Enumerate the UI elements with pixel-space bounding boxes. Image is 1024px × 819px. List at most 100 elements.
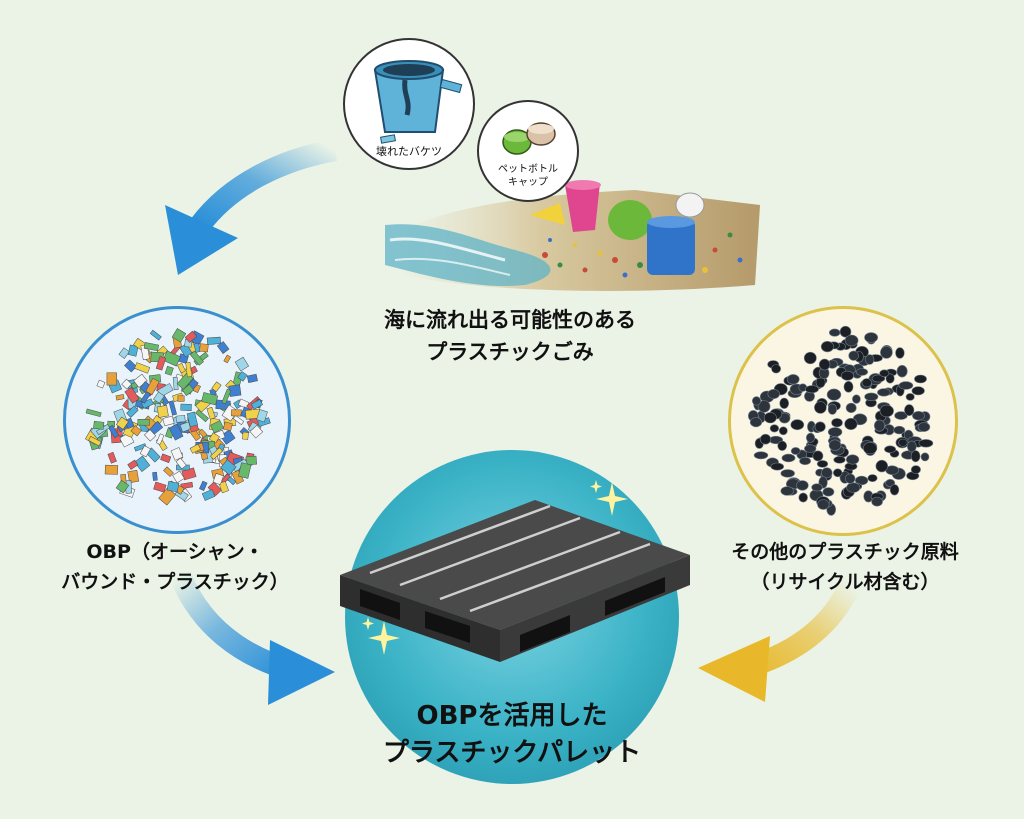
plastic-flake (170, 447, 184, 461)
plastic-flake (96, 379, 106, 389)
black-pellet (799, 457, 811, 466)
plastic-flake (162, 350, 181, 367)
black-pellet (914, 374, 927, 384)
black-pellet (840, 370, 854, 381)
black-pellet (821, 467, 833, 479)
plastic-flake (198, 428, 208, 438)
plastic-flake (107, 451, 117, 464)
bucket-icon (373, 60, 463, 144)
plastic-flake (168, 400, 177, 416)
plastic-flake (168, 423, 184, 441)
black-pellet (905, 393, 915, 401)
black-pellet (871, 496, 883, 507)
plastic-flake (186, 411, 198, 428)
black-pellet (812, 450, 824, 462)
black-pellet (910, 465, 921, 474)
plastic-flake (134, 362, 151, 374)
plastic-flake (237, 371, 248, 382)
plastic-flake (115, 479, 130, 494)
black-pellet (803, 351, 817, 365)
other-materials-circle (728, 306, 958, 536)
plastic-flake (88, 436, 102, 447)
plastic-flake (152, 471, 158, 481)
plastic-flake (238, 462, 252, 479)
black-pellet (811, 483, 823, 492)
black-pellet (856, 368, 869, 376)
black-pellet (805, 385, 819, 394)
black-pellet (918, 439, 934, 448)
black-pellet (848, 350, 859, 361)
sparkle-icon (590, 480, 628, 516)
black-pellet (917, 422, 931, 432)
black-pellet (910, 450, 921, 463)
plastic-flake (149, 329, 162, 341)
plastic-flake (177, 362, 186, 374)
plastic-flake (201, 392, 219, 406)
black-pellet (828, 328, 841, 337)
black-pellet (814, 401, 827, 414)
black-pellet (863, 442, 878, 455)
plastic-flake (143, 342, 160, 352)
black-pellet (796, 480, 809, 491)
black-pellet (895, 347, 905, 359)
plastic-flake (232, 415, 245, 425)
plastic-flake (177, 395, 185, 402)
other-materials-caption-line1: その他のプラスチック原料 (731, 541, 959, 563)
black-pellet (817, 499, 830, 510)
plastic-flake (210, 420, 225, 434)
black-pellet (781, 453, 796, 463)
black-pellet (778, 426, 788, 436)
plastic-flake (250, 399, 264, 410)
plastic-flake (201, 489, 216, 501)
black-pellet (898, 438, 908, 447)
black-pellet (889, 484, 900, 496)
black-pellet (871, 374, 886, 383)
obp-caption-line2: バウンド・プラスチック） (61, 571, 289, 593)
plastic-flake (85, 408, 102, 418)
black-pellet (852, 394, 861, 404)
black-pellet (753, 451, 769, 460)
black-pellet (806, 432, 816, 443)
plastic-flake (158, 487, 177, 506)
plastic-flake (211, 381, 222, 393)
black-pellet (831, 418, 843, 428)
marine-waste-caption-line1: 海に流れ出る可能性のある (384, 308, 636, 332)
obp-caption-line1: OBP（オーシャン・ (86, 541, 264, 563)
black-pellet (845, 402, 857, 413)
arrow-top-to-left (191, 139, 338, 232)
plastic-flake (212, 473, 224, 485)
plastic-flake (115, 416, 129, 430)
plastic-flake (127, 459, 139, 470)
plastic-flake (256, 409, 268, 423)
plastic-flake (93, 420, 105, 430)
plastic-flake (218, 481, 229, 494)
black-pellet (879, 404, 894, 418)
plastic-flake (220, 429, 236, 445)
plastic-flake (223, 354, 232, 364)
black-pellet (877, 388, 891, 397)
plastic-flake (130, 425, 142, 437)
bottle-caps-icon (502, 122, 556, 155)
plastic-flake (210, 447, 223, 460)
black-pellet (814, 421, 826, 433)
black-pellet (911, 386, 925, 396)
black-pellet (770, 462, 784, 471)
plastic-flake (195, 409, 209, 423)
plastic-flake (175, 457, 187, 470)
marine-waste-caption-line2: プラスチックごみ (426, 340, 594, 364)
plastic-flake (234, 356, 250, 372)
black-pellet (864, 332, 878, 343)
black-pellet (920, 452, 930, 462)
black-pellet (780, 486, 794, 496)
black-pellet (864, 392, 879, 402)
black-pellet (874, 419, 886, 432)
black-pellet (904, 404, 915, 416)
black-pellet (885, 373, 895, 384)
pallet-caption-line1: OBPを活用した (416, 701, 608, 731)
plastic-flake (206, 406, 216, 420)
plastic-flake (172, 470, 185, 484)
black-pellet (827, 403, 837, 415)
plastic-flake (199, 343, 209, 353)
plastic-flake (139, 445, 151, 458)
black-pellet (845, 454, 860, 465)
